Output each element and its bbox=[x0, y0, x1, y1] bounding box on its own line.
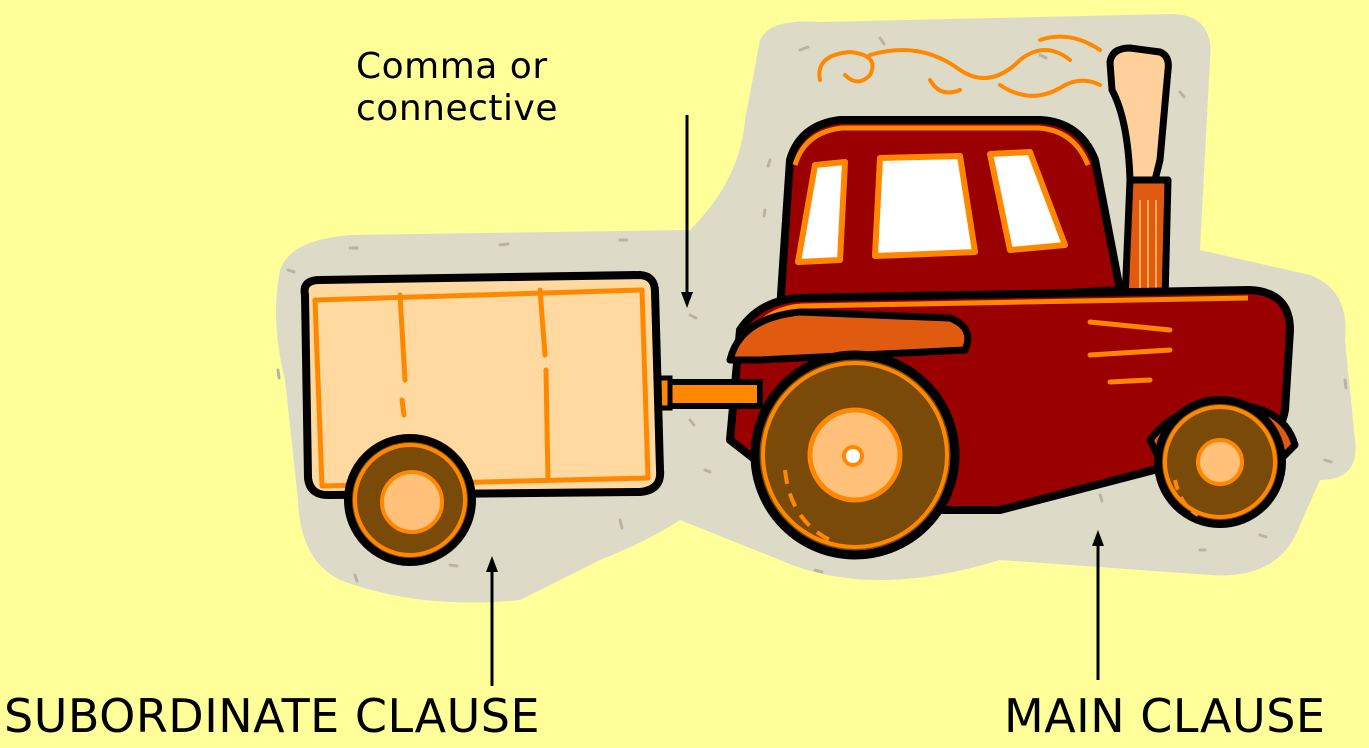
front-tractor-wheel bbox=[1158, 400, 1282, 524]
rear-tractor-wheel bbox=[755, 355, 955, 555]
connective-label-line2: connective bbox=[356, 88, 616, 130]
connective-label-line1: Comma or bbox=[356, 46, 616, 88]
subordinate-clause-label: SUBORDINATE CLAUSE bbox=[4, 688, 540, 744]
trailer-wheel bbox=[348, 438, 472, 562]
main-clause-label: MAIN CLAUSE bbox=[1004, 688, 1325, 744]
connective-label: Comma or connective bbox=[356, 46, 616, 130]
cab-window-middle bbox=[875, 156, 975, 256]
